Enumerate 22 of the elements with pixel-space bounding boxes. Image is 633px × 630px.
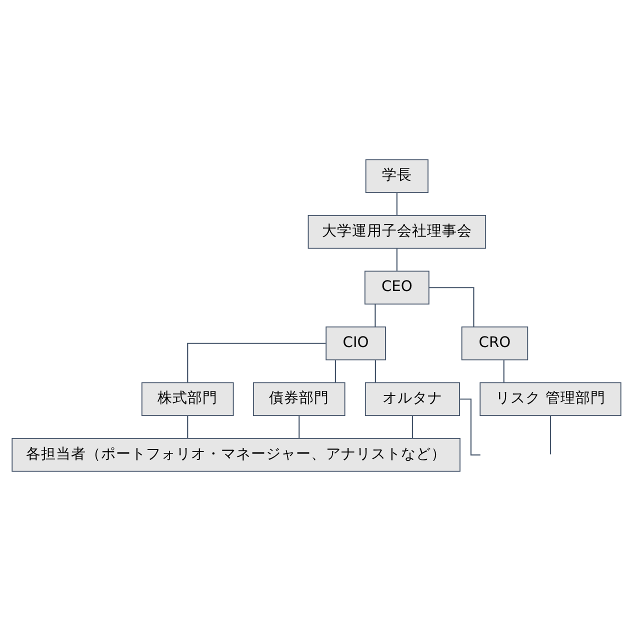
- node-box: 学長: [365, 158, 428, 193]
- connector: [374, 304, 376, 326]
- node-box: 債券部門: [252, 382, 346, 416]
- node-box: 株式部門: [141, 382, 234, 416]
- connector: [396, 192, 398, 215]
- connector: [187, 342, 326, 382]
- node-box: CEO: [364, 270, 430, 304]
- node-box: リスク 管理部門: [480, 382, 622, 416]
- connector: [396, 248, 398, 270]
- connector: [503, 360, 504, 382]
- node-box: CIO: [326, 326, 386, 360]
- connector: [187, 415, 188, 438]
- connector: [298, 415, 300, 438]
- node-box: 大学運用子会社理事会: [308, 214, 486, 248]
- connector: [374, 360, 376, 382]
- connector: [429, 286, 474, 326]
- node-box: オルタナ: [364, 382, 460, 416]
- connector: [334, 360, 336, 382]
- node-box: 各担当者（ポートフォリオ・マネージャー、アナリストなど）: [12, 437, 460, 472]
- node-box: CRO: [461, 326, 528, 360]
- connector: [550, 415, 552, 454]
- connector: [412, 415, 414, 438]
